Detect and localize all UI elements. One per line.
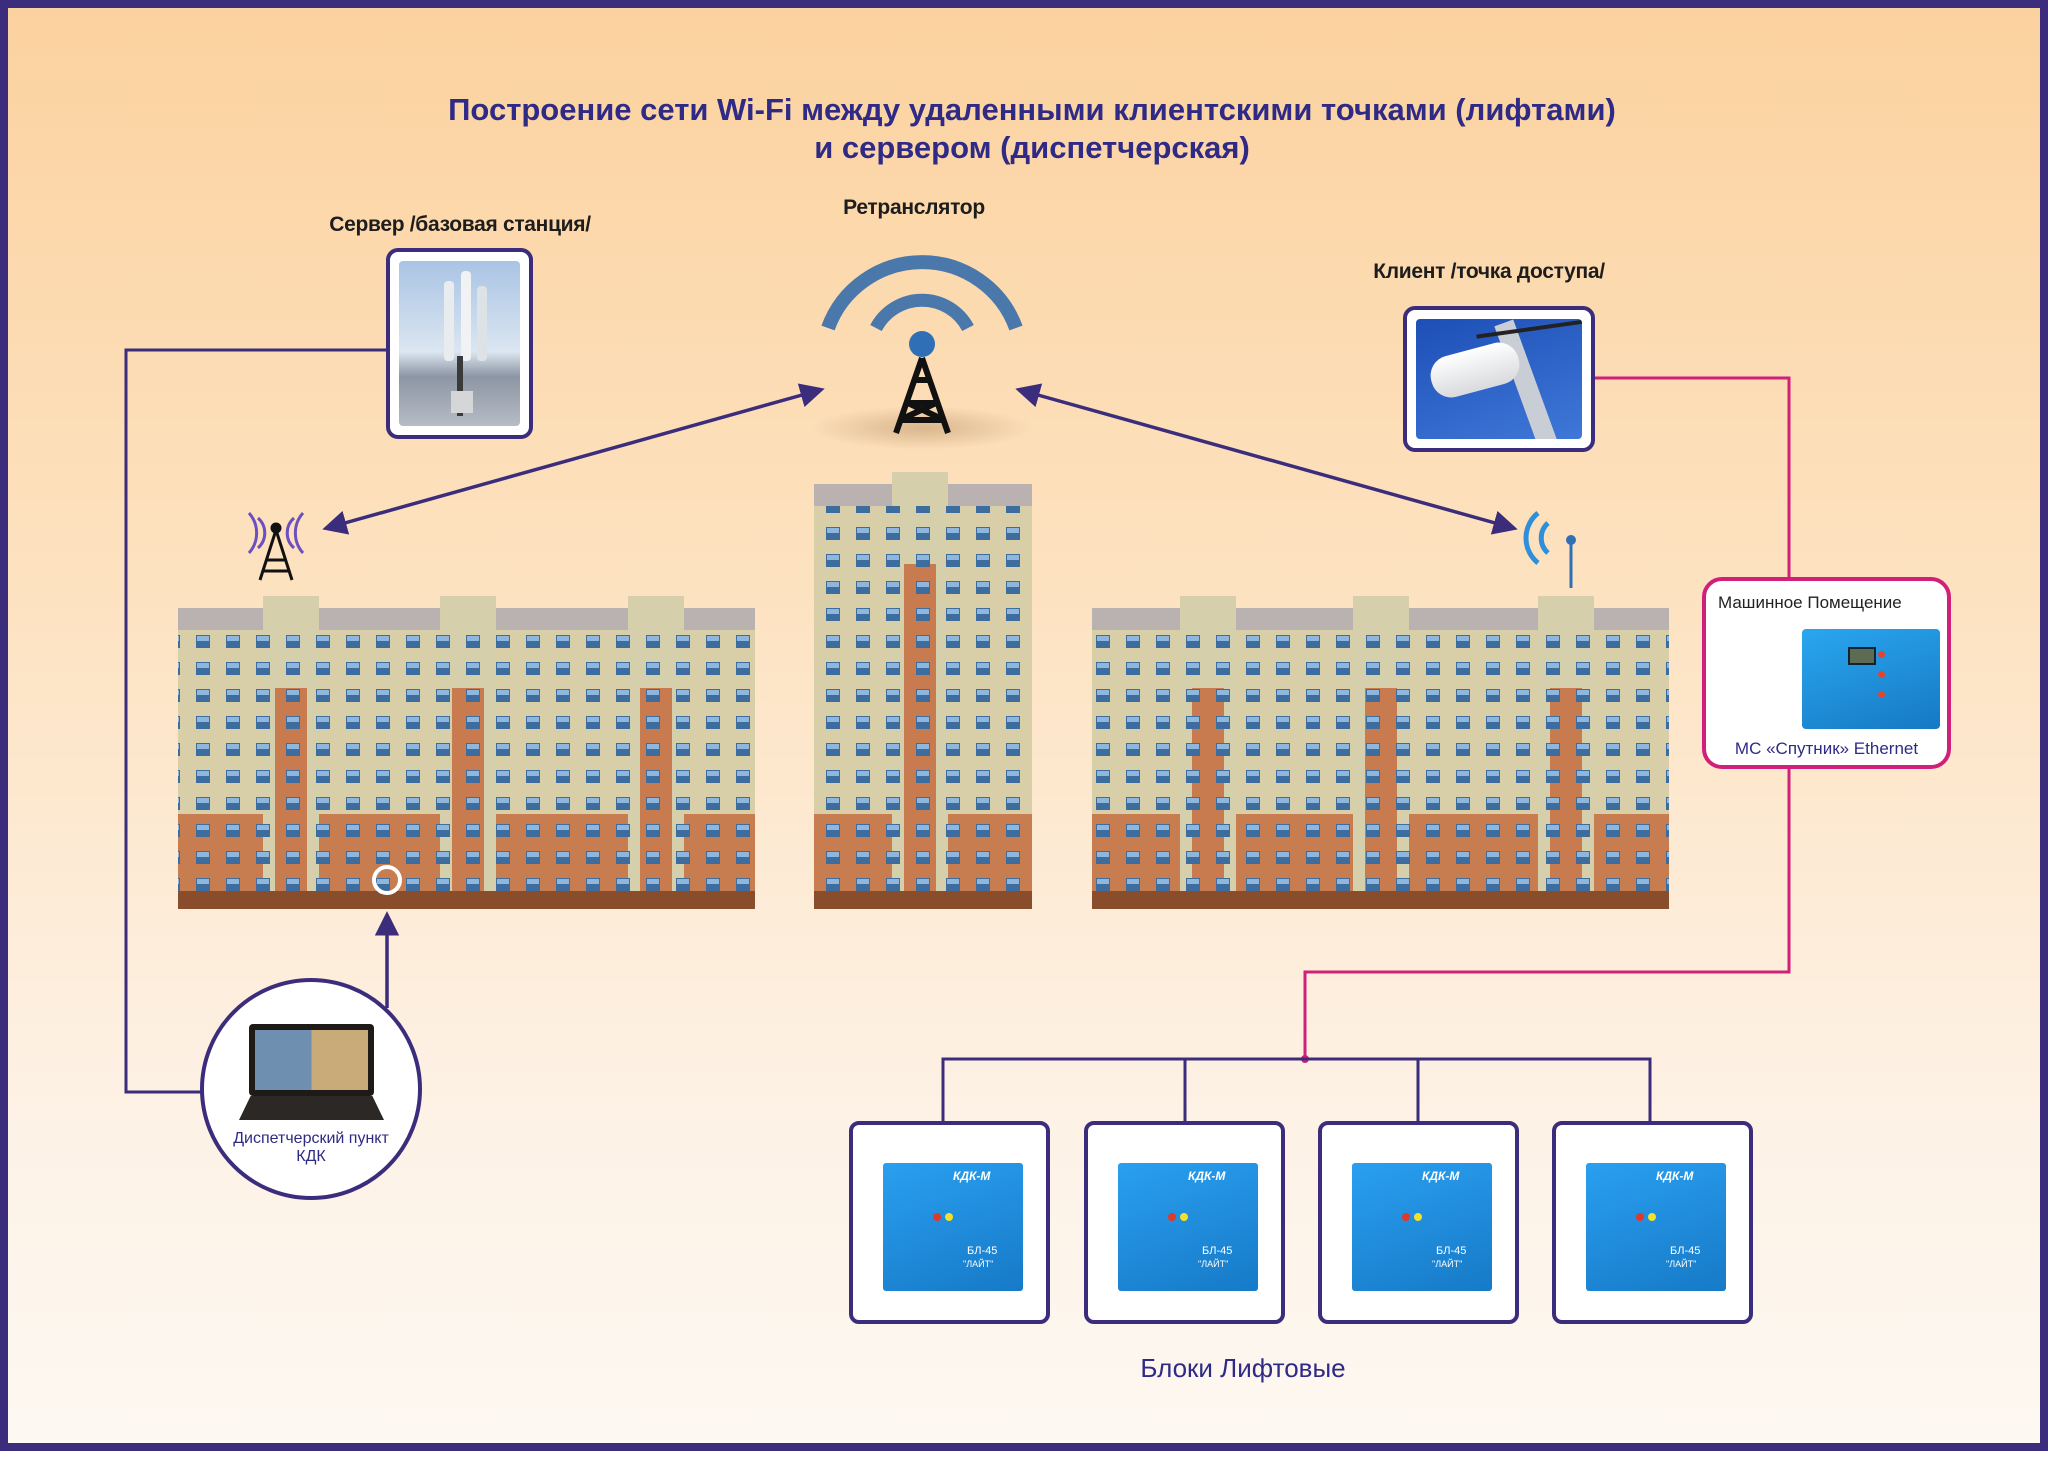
lift-block-box[interactable]: КДК-М БЛ-45 "ЛАЙТ" [849,1121,1050,1324]
lift-block-name: БЛ-45 [1202,1245,1233,1257]
lift-block-box[interactable]: КДК-М БЛ-45 "ЛАЙТ" [1552,1121,1753,1324]
lift-controller-image: КДК-М БЛ-45 "ЛАЙТ" [883,1163,1023,1291]
lift-block-model: КДК-М [953,1169,991,1183]
lift-block-sub: "ЛАЙТ" [1432,1259,1463,1269]
lift-block-model: КДК-М [1656,1169,1694,1183]
machine-room-title: Машинное Помещение [1718,593,1902,612]
machine-room-to-bus-line [1303,769,1791,1059]
title-line-1: Построение сети Wi-Fi между удаленными к… [448,92,1616,127]
lift-block-model: КДК-М [1188,1169,1226,1183]
lift-controller-image: КДК-М БЛ-45 "ЛАЙТ" [1586,1163,1726,1291]
lift-controller-image: КДК-М БЛ-45 "ЛАЙТ" [1118,1163,1258,1291]
sector-antenna-photo [399,261,520,426]
dispatch-label-line-1: Диспетчерский пункт [233,1130,389,1147]
client-to-machine-room-line [1595,376,1791,577]
lift-block-name: БЛ-45 [1436,1245,1467,1257]
lift-blocks-caption: Блоки Лифтовые [1140,1353,1346,1383]
machine-room-device-label: МС «Спутник» Ethernet [1734,739,1919,758]
machine-room-box: Машинное Помещение МС «Спутник» Ethernet [1702,577,1951,769]
lift-block-sub: "ЛАЙТ" [1666,1259,1697,1269]
client-access-point-box [1403,306,1595,452]
server-label: Сервер /базовая станция/ [329,213,591,236]
title-line-2: и сервером (диспетчерская) [814,130,1250,165]
access-point-photo [1416,319,1582,439]
client-label: Клиент /точка доступа/ [1373,260,1605,283]
dispatch-building-marker [372,865,402,895]
dispatch-label-line-2: КДК [296,1148,326,1165]
lift-block-box[interactable]: КДК-М БЛ-45 "ЛАЙТ" [1084,1121,1285,1324]
lift-block-name: БЛ-45 [967,1245,998,1257]
dispatch-point-circle[interactable]: Диспетчерский пункт КДК [200,978,422,1200]
laptop-icon [249,1024,374,1096]
lift-bus-line [941,1057,1652,1121]
lift-block-sub: "ЛАЙТ" [1198,1259,1229,1269]
server-to-dispatch-line [124,348,386,1094]
lift-controller-image: КДК-М БЛ-45 "ЛАЙТ" [1352,1163,1492,1291]
lift-block-name: БЛ-45 [1670,1245,1701,1257]
radio-tower-wifi-icon [812,255,1032,450]
lift-block-sub: "ЛАЙТ" [963,1259,994,1269]
lift-block-model: КДК-М [1422,1169,1460,1183]
lift-block-box[interactable]: КДК-М БЛ-45 "ЛАЙТ" [1318,1121,1519,1324]
antenna-tower-icon [247,512,305,581]
server-antenna-box [386,248,533,439]
sputnik-device-image [1802,629,1940,729]
wifi-client-icon [1523,511,1576,588]
repeater-label: Ретранслятор [843,196,985,219]
